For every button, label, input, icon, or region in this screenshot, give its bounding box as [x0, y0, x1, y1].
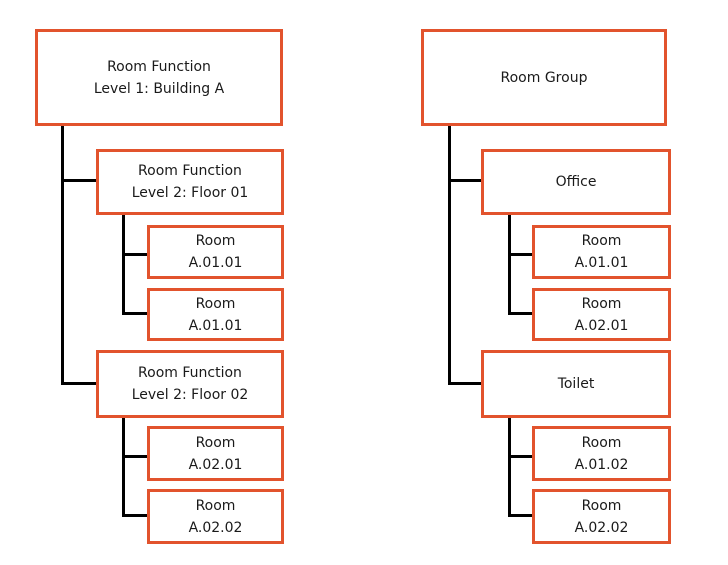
connector-vertical	[508, 215, 511, 315]
node-room-group: Room Group	[421, 29, 667, 126]
connector-horizontal	[122, 312, 147, 315]
node-room-function-level2-floor-02: Room Function Level 2: Floor 02	[96, 350, 284, 418]
connector-horizontal	[61, 179, 96, 182]
connector-horizontal	[122, 514, 147, 517]
connector-horizontal	[122, 455, 147, 458]
node-room-function-level1-building-a: Room Function Level 1: Building A	[35, 29, 283, 126]
connector-horizontal	[448, 382, 481, 385]
connector-horizontal	[508, 253, 532, 256]
node-room-a0101-office: Room A.01.01	[532, 225, 671, 279]
node-room-function-level2-floor-01: Room Function Level 2: Floor 01	[96, 149, 284, 215]
connector-vertical	[448, 126, 451, 385]
connector-horizontal	[448, 179, 481, 182]
node-room-a0202: Room A.02.02	[147, 489, 284, 544]
connector-horizontal	[508, 312, 532, 315]
node-room-a0201-office: Room A.02.01	[532, 288, 671, 341]
connector-horizontal	[508, 455, 532, 458]
connector-vertical	[508, 418, 511, 517]
node-toilet: Toilet	[481, 350, 671, 418]
connector-vertical	[122, 215, 125, 315]
connector-horizontal	[61, 382, 96, 385]
connector-horizontal	[122, 253, 147, 256]
node-room-a0102-toilet: Room A.01.02	[532, 426, 671, 481]
node-office: Office	[481, 149, 671, 215]
node-room-a0101: Room A.01.01	[147, 225, 284, 279]
node-room-a0101-duplicate: Room A.01.01	[147, 288, 284, 341]
node-room-a0201: Room A.02.01	[147, 426, 284, 481]
connector-horizontal	[508, 514, 532, 517]
connector-vertical	[61, 126, 64, 385]
node-room-a0202-toilet: Room A.02.02	[532, 489, 671, 544]
connector-vertical	[122, 418, 125, 517]
